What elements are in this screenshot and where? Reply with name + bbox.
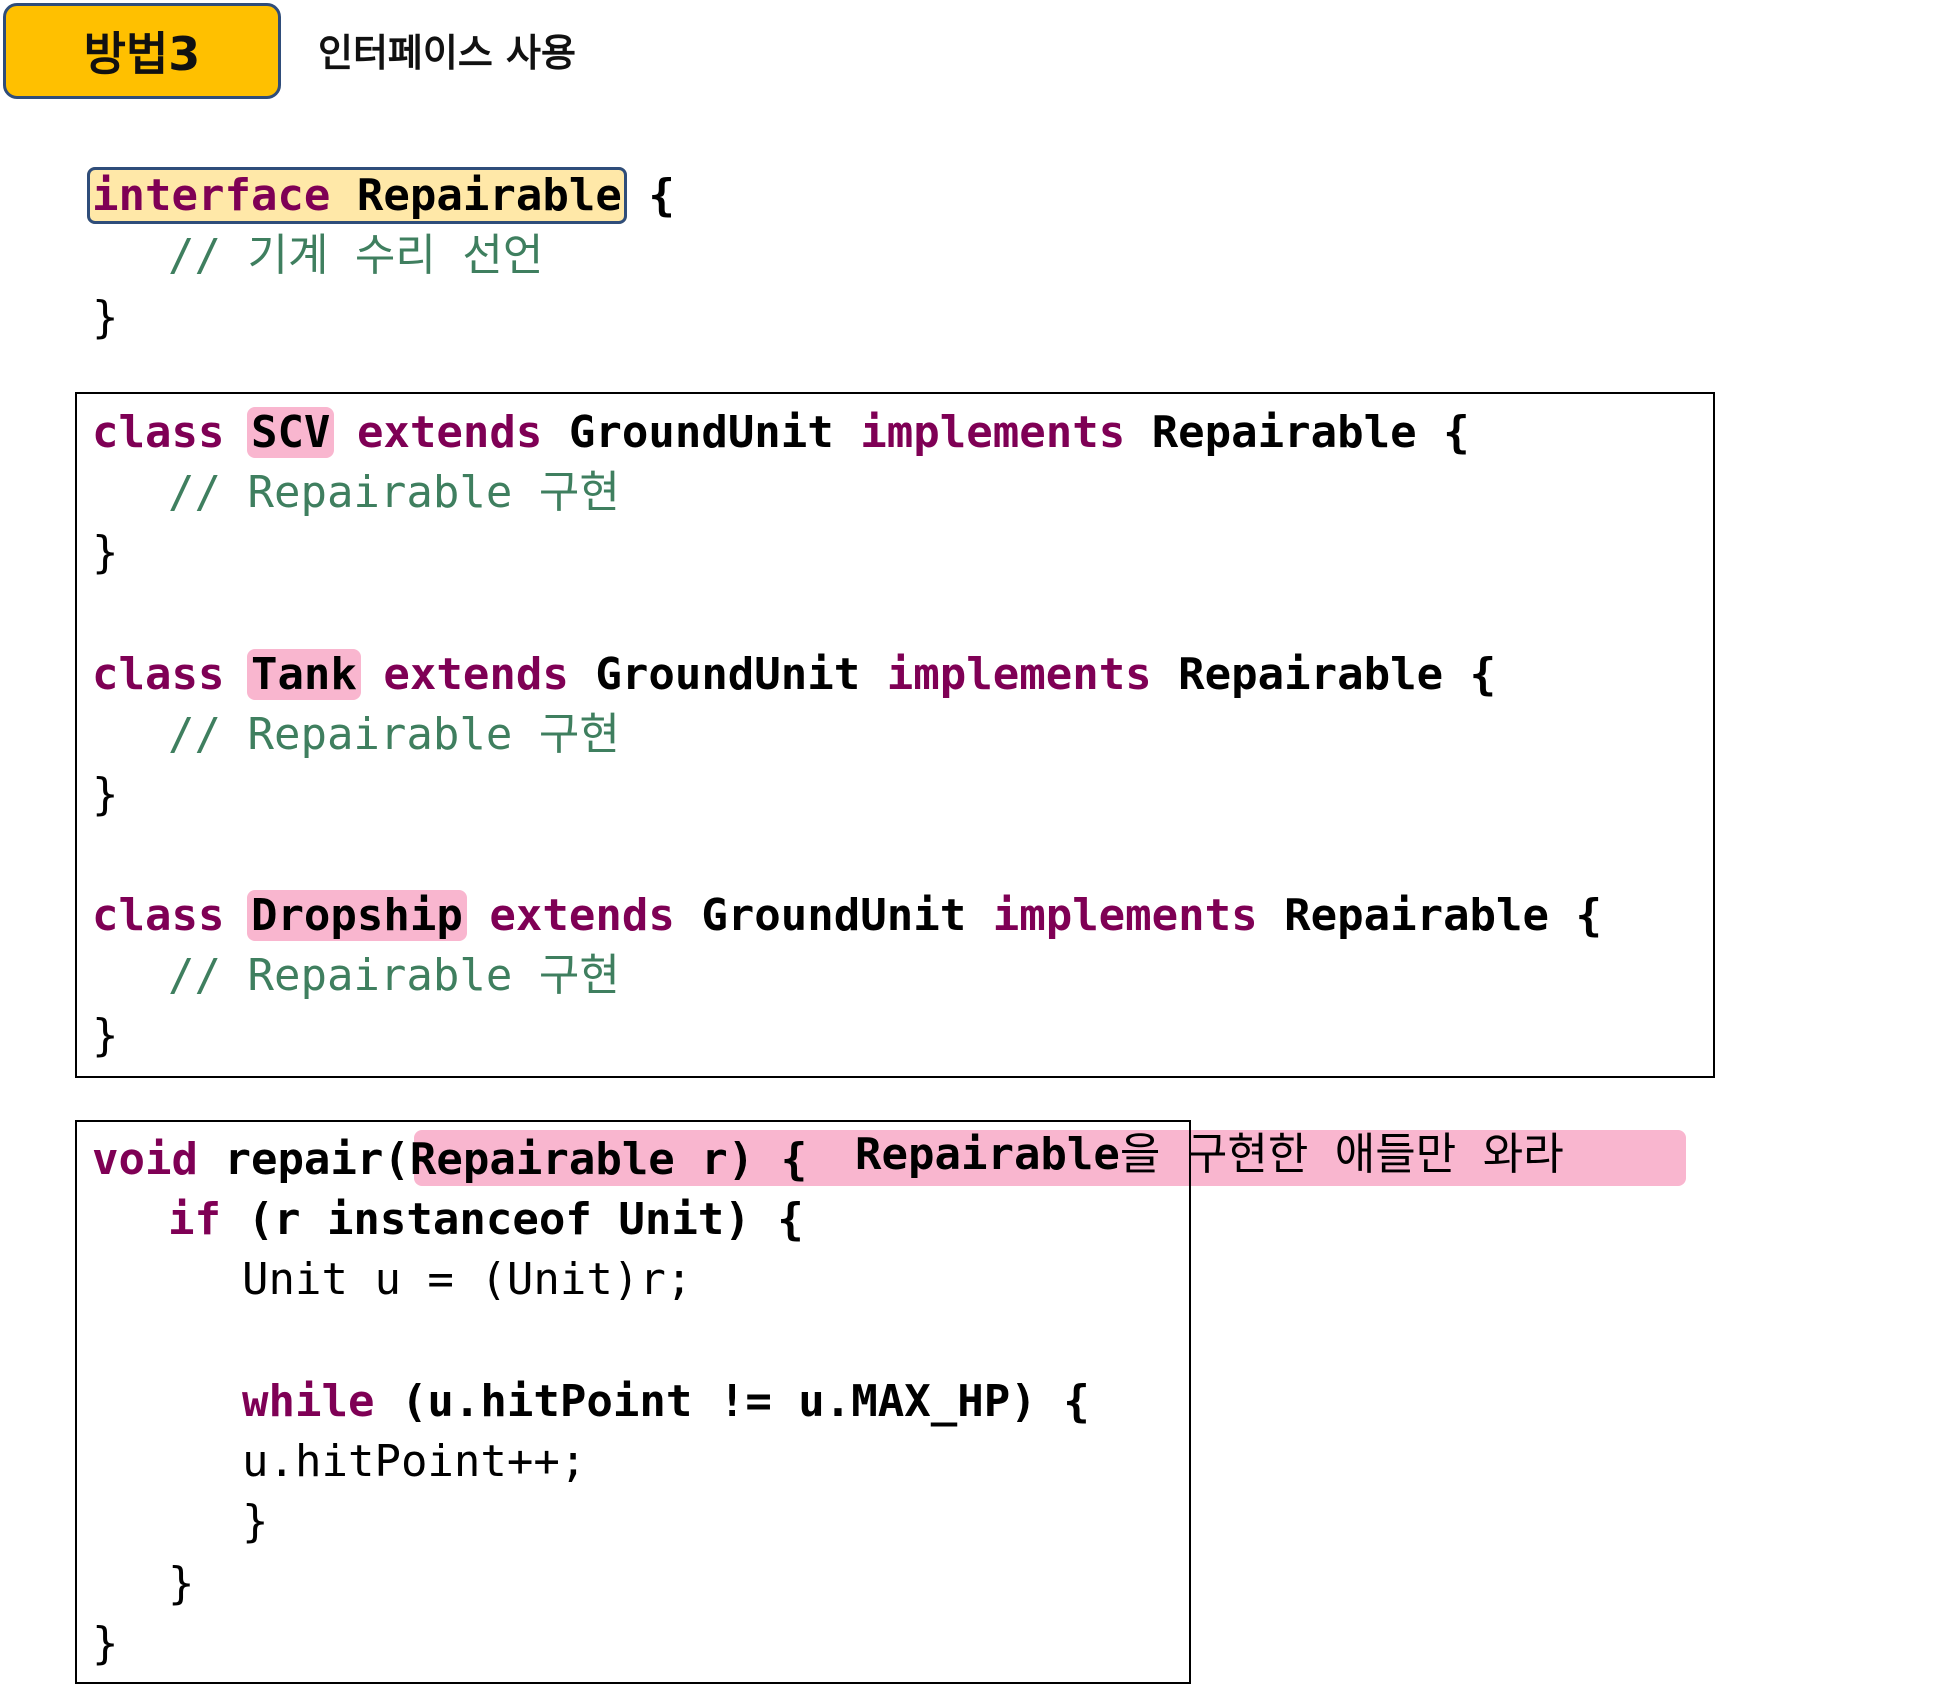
- class-tank-line: class Tank extends GroundUnit implements…: [92, 645, 1496, 705]
- extends-keyword: extends: [489, 890, 675, 941]
- classes-code-box: [75, 392, 1715, 1078]
- class-scv-comment: // Repairable 구현: [168, 467, 620, 518]
- increment-line: u.hitPoint++;: [242, 1436, 587, 1487]
- implements-keyword: implements: [860, 407, 1126, 458]
- interface-declaration-line: interface Repairable {: [87, 166, 675, 226]
- class-keyword: class: [92, 407, 225, 458]
- interface-open-brace: {: [621, 170, 675, 221]
- implemented-interface: Repairable {: [1178, 649, 1497, 700]
- if-condition: (r instanceof Unit) {: [220, 1194, 804, 1245]
- annotation-note: Repairable을 구현한 애들만 와라: [855, 1125, 1564, 1185]
- extends-keyword: extends: [356, 407, 543, 458]
- implements-keyword: implements: [886, 649, 1152, 700]
- class-scv-line: class SCV extends GroundUnit implements …: [92, 403, 1470, 463]
- if-close-brace: }: [168, 1558, 195, 1609]
- interface-highlight: interface Repairable: [87, 167, 627, 224]
- interface-name: Repairable: [356, 170, 622, 221]
- while-keyword: while: [242, 1376, 375, 1427]
- annotation-text: 을 구현한 애들만 와라: [1119, 1129, 1564, 1180]
- method-close-brace: }: [92, 1618, 119, 1669]
- cast-line: Unit u = (Unit)r;: [242, 1254, 693, 1305]
- class-keyword: class: [92, 649, 225, 700]
- method-parameter: Repairable r): [409, 1134, 755, 1185]
- interface-keyword: interface: [92, 170, 331, 221]
- while-condition: (u.hitPoint != u.MAX_HP) {: [374, 1376, 1090, 1427]
- parent-class: GroundUnit: [595, 649, 861, 700]
- interface-comment: // 기계 수리 선언: [168, 230, 544, 281]
- extends-keyword: extends: [383, 649, 569, 700]
- method-badge: 방법3: [3, 3, 281, 99]
- method-name: repair(: [197, 1134, 410, 1185]
- class-tank-comment: // Repairable 구현: [168, 709, 620, 760]
- void-keyword: void: [92, 1134, 198, 1185]
- interface-close-brace: }: [92, 292, 119, 343]
- while-close-brace: }: [242, 1496, 269, 1547]
- method-signature-line: void repair(Repairable r) {: [92, 1130, 807, 1190]
- implemented-interface: Repairable {: [1151, 407, 1470, 458]
- page-subtitle: 인터페이스 사용: [318, 31, 576, 75]
- method-code-box: [75, 1120, 1191, 1684]
- class-keyword: class: [92, 890, 225, 941]
- class-dropship-line: class Dropship extends GroundUnit implem…: [92, 886, 1602, 946]
- implemented-interface: Repairable {: [1284, 890, 1603, 941]
- method-open-brace: {: [754, 1134, 808, 1185]
- class-scv-close-brace: }: [92, 527, 119, 578]
- parameter-highlight: [414, 1130, 1686, 1186]
- class-dropship-comment: // Repairable 구현: [168, 950, 620, 1001]
- class-tank-close-brace: }: [92, 769, 119, 820]
- class-dropship-close-brace: }: [92, 1010, 119, 1061]
- parent-class: GroundUnit: [701, 890, 967, 941]
- if-keyword: if: [168, 1194, 221, 1245]
- class-name-scv: SCV: [246, 407, 335, 458]
- class-name-dropship: Dropship: [246, 890, 467, 941]
- if-line: if (r instanceof Unit) {: [168, 1190, 804, 1250]
- class-name-tank: Tank: [246, 649, 361, 700]
- while-line: while (u.hitPoint != u.MAX_HP) {: [242, 1372, 1090, 1432]
- parent-class: GroundUnit: [568, 407, 834, 458]
- implements-keyword: implements: [992, 890, 1258, 941]
- annotation-interface-name: Repairable: [855, 1129, 1120, 1180]
